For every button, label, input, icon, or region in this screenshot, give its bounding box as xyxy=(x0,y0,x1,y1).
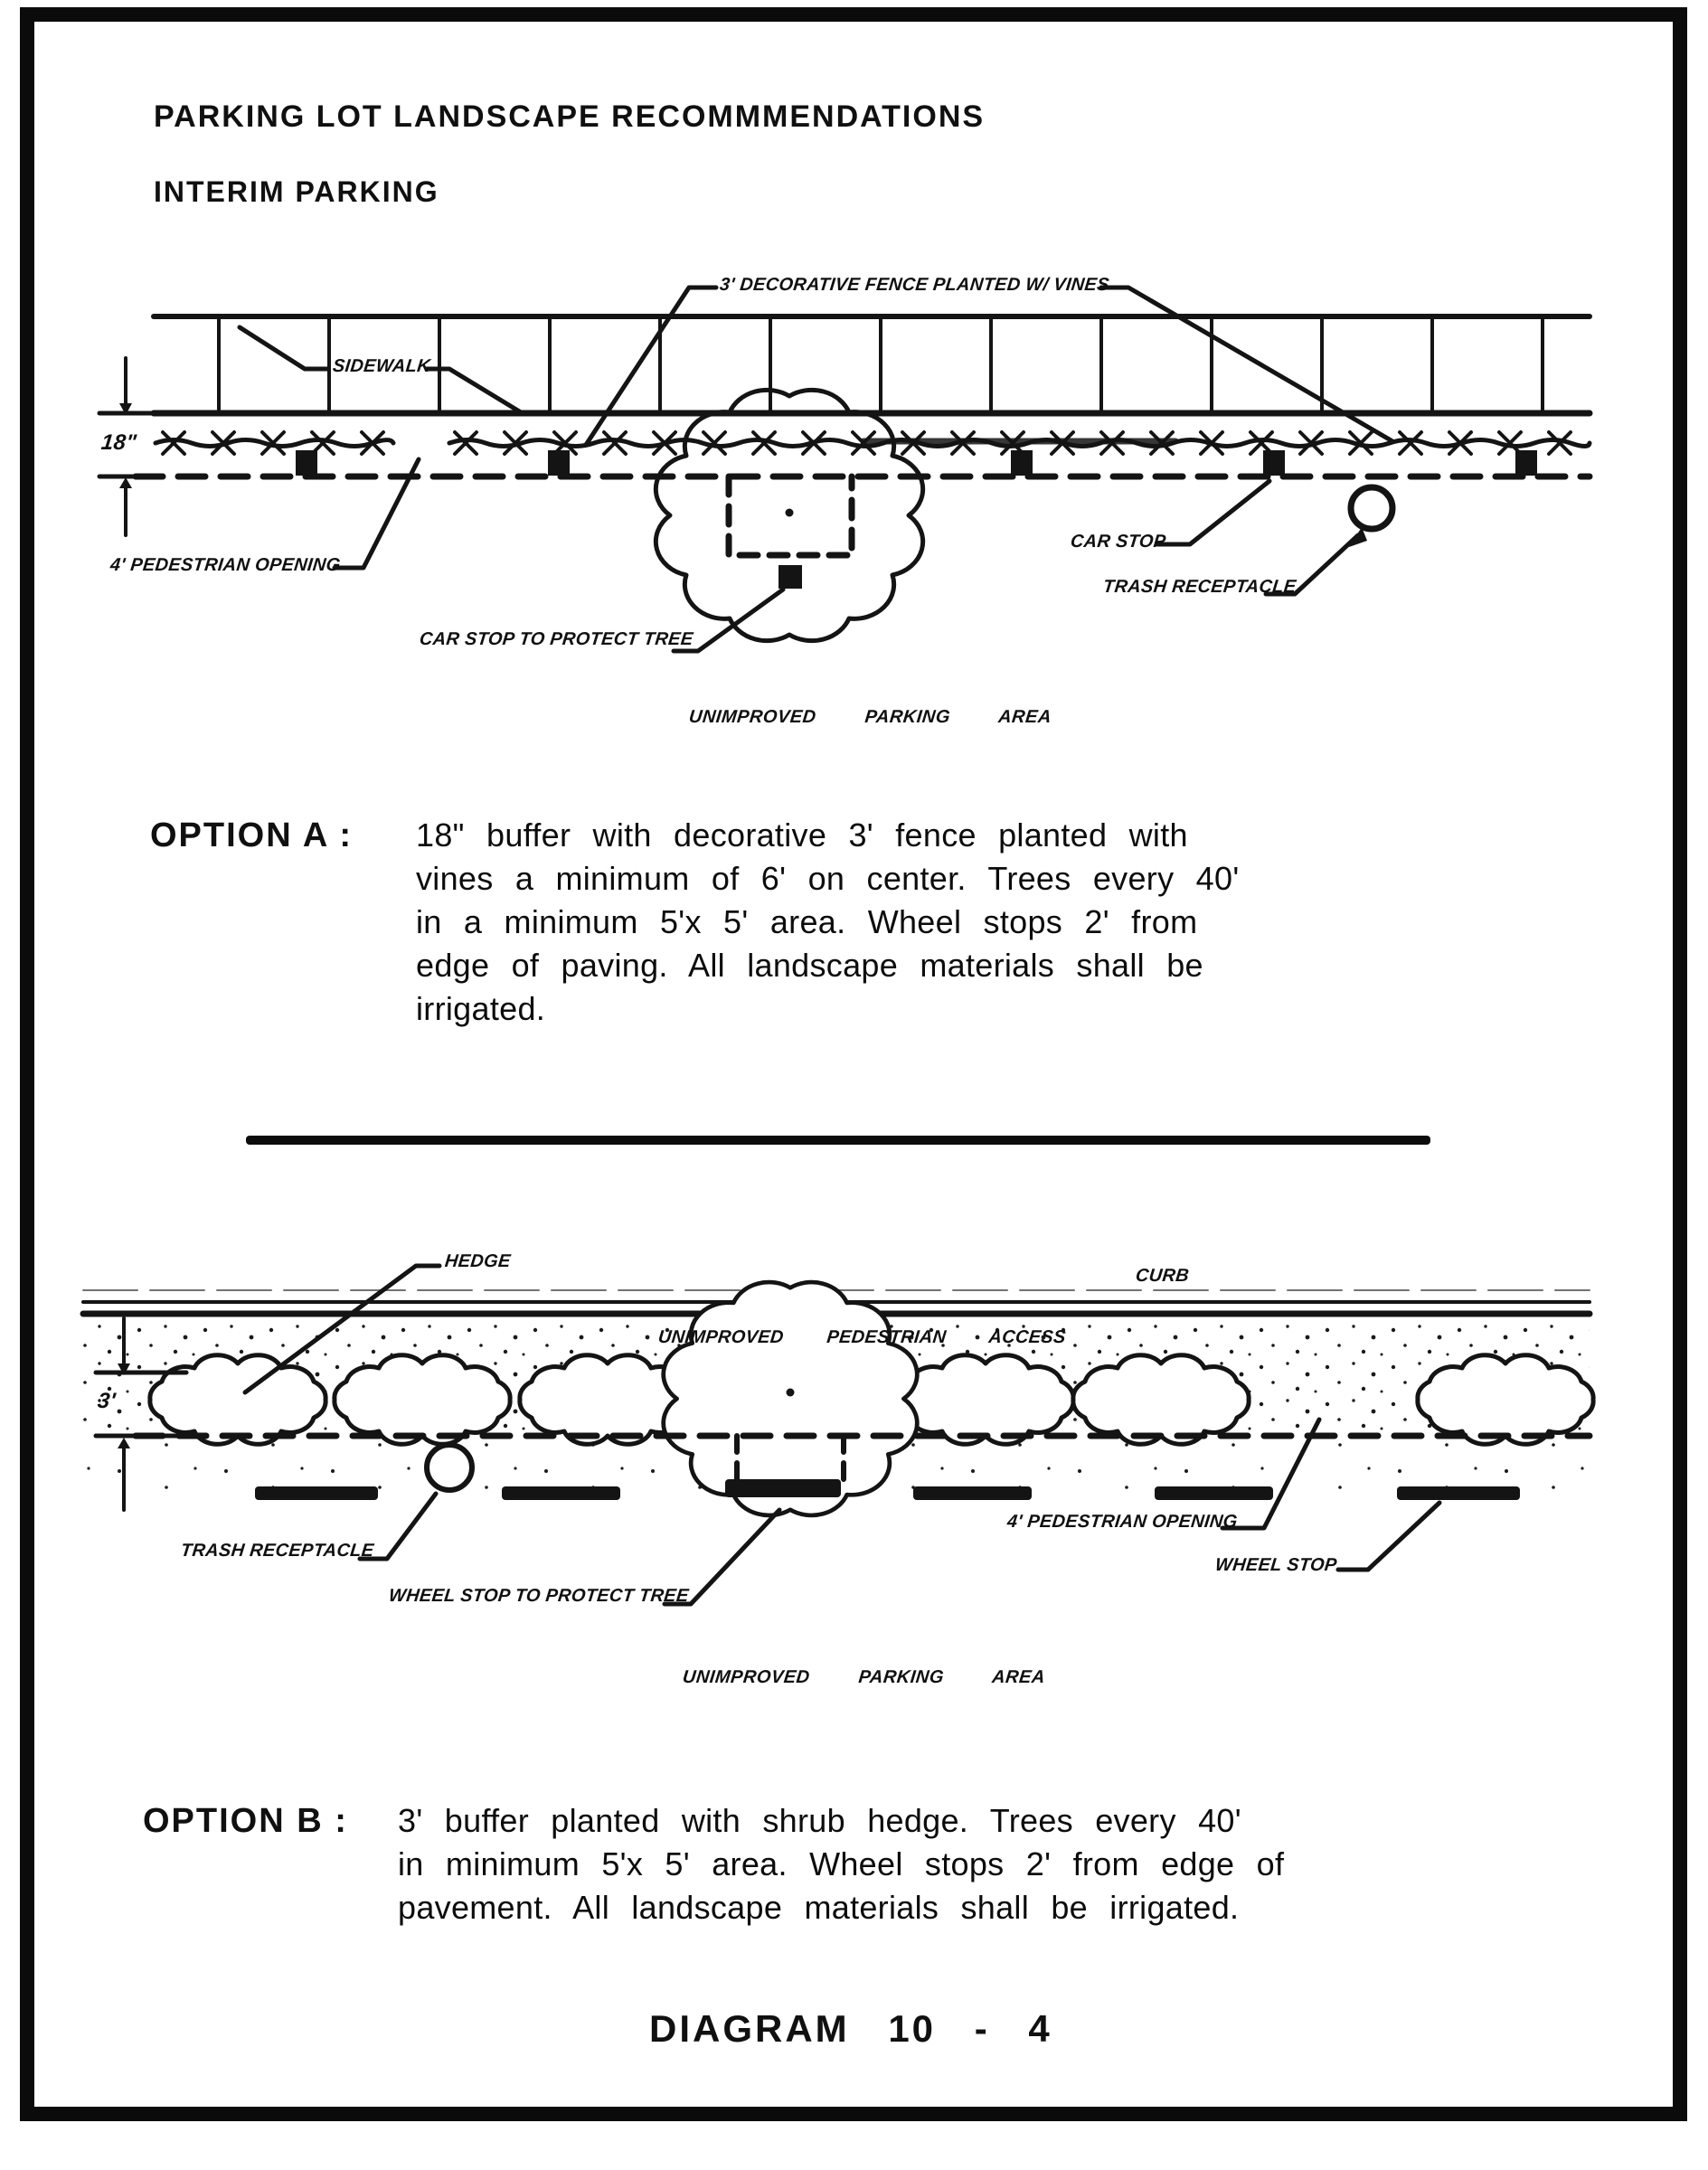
buffer-dimension-18in xyxy=(97,356,155,537)
buffer-dimension-label: 3' xyxy=(96,1389,118,1413)
option-a-line-1: 18" buffer with decorative 3' fence plan… xyxy=(416,816,1188,854)
trash-receptacle-circle xyxy=(424,1442,475,1493)
option-a-heading: OPTION A : xyxy=(150,816,354,854)
curb-label: CURB xyxy=(1134,1266,1191,1286)
buffer-dimension-3ft xyxy=(93,1316,189,1512)
vine-fence-line xyxy=(153,430,1592,456)
wheel-stop-bars xyxy=(255,1479,1520,1500)
trash-receptacle-circle xyxy=(1347,484,1396,533)
option-a-line-2: vines a minimum of 6' on center. Trees e… xyxy=(416,860,1240,897)
wheel-stop-label: WHEEL STOP xyxy=(1213,1555,1338,1575)
sidewalk-label: SIDEWALK xyxy=(331,356,432,376)
diagram-option-b: HEDGE CURB UNIMPROVED PEDESTRIAN ACCESS … xyxy=(0,1248,1708,1736)
trash-receptacle-label: TRASH RECEPTACLE xyxy=(179,1541,375,1561)
page-border-frame xyxy=(20,7,1687,2121)
diagram-b-drawing xyxy=(80,1263,1708,1607)
page-subtitle: INTERIM PARKING xyxy=(154,175,439,208)
unimproved-parking-area-caption: UNIMPROVED PARKING AREA xyxy=(681,1667,1047,1687)
option-b-line-1: 3' buffer planted with shrub hedge. Tree… xyxy=(398,1802,1241,1839)
hedge-label: HEDGE xyxy=(443,1251,512,1271)
section-divider-rule xyxy=(246,1136,1430,1145)
option-a-line-5: irrigated. xyxy=(416,990,546,1027)
diagram-a-drawing xyxy=(97,285,1593,654)
unimproved-pedestrian-access-caption: UNIMPROVED PEDESTRIAN ACCESS xyxy=(656,1327,1067,1347)
option-a-text: 18" buffer with decorative 3' fence plan… xyxy=(416,814,1240,1031)
tree-car-stop xyxy=(725,473,855,589)
wheel-stop-to-protect-tree-label: WHEEL STOP TO PROTECT TREE xyxy=(387,1586,690,1606)
car-stop-label: CAR STOP xyxy=(1069,532,1167,552)
leader-lines xyxy=(237,285,1395,654)
diagram-number-caption: DIAGRAM 10 - 4 xyxy=(649,2007,1052,2050)
unimproved-parking-area-caption: UNIMPROVED PARKING AREA xyxy=(687,707,1053,727)
buffer-dimension-label: 18" xyxy=(99,430,138,455)
pedestrian-opening-label: 4' PEDESTRIAN OPENING xyxy=(1005,1512,1239,1532)
car-stop-to-protect-tree-label: CAR STOP TO PROTECT TREE xyxy=(418,629,694,649)
sidewalk-band xyxy=(150,314,1593,417)
pedestrian-opening-label: 4' PEDESTRIAN OPENING xyxy=(109,555,342,575)
diagram-option-a: 3' DECORATIVE FENCE PLANTED W/ VINES SID… xyxy=(0,271,1708,778)
trash-receptacle-label: TRASH RECEPTACLE xyxy=(1101,577,1298,597)
tree-canopy xyxy=(664,1282,918,1515)
fence-label: 3' DECORATIVE FENCE PLANTED W/ VINES xyxy=(718,275,1110,295)
tree-canopy xyxy=(656,390,922,640)
car-stop-markers xyxy=(296,450,1537,476)
page-title: PARKING LOT LANDSCAPE RECOMMMENDATIONS xyxy=(154,99,986,134)
option-a-line-3: in a minimum 5'x 5' area. Wheel stops 2'… xyxy=(416,903,1198,940)
option-b-heading: OPTION B : xyxy=(143,1802,348,1840)
leader-lines xyxy=(242,1263,1442,1607)
option-b-line-2: in minimum 5'x 5' area. Wheel stops 2' f… xyxy=(398,1845,1285,1882)
option-a-line-4: edge of paving. All landscape materials … xyxy=(416,947,1203,984)
option-b-line-3: pavement. All landscape materials shall … xyxy=(398,1889,1240,1926)
option-b-text: 3' buffer planted with shrub hedge. Tree… xyxy=(398,1799,1284,1929)
